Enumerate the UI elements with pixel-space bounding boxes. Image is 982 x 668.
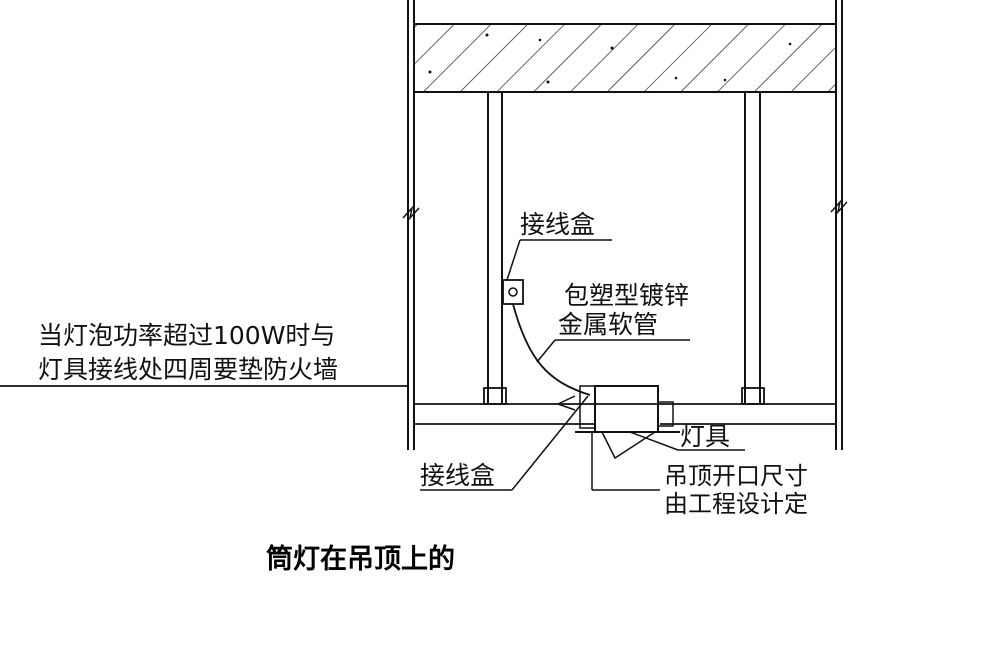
label-fireproof-line1: 当灯泡功率超过100W时与: [38, 321, 335, 350]
hanger-rod-left: [487, 92, 503, 404]
label-opening-line1: 吊顶开口尺寸: [664, 462, 808, 490]
label-conduit-line1: 包塑型镀锌: [564, 281, 689, 310]
downlight-fixture: [556, 385, 680, 460]
flexible-conduit: [512, 303, 591, 396]
label-conduit-line2: 金属软管: [558, 310, 658, 339]
concrete-slab: [413, 23, 837, 93]
label-junction-box-bottom: 接线盒: [420, 461, 495, 490]
ceiling-keel: [0, 385, 836, 425]
leader-lines: [420, 239, 745, 491]
label-fixture: 灯具: [680, 422, 730, 451]
label-opening-line2: 由工程设计定: [664, 490, 808, 518]
hanger-rod-right: [744, 92, 761, 404]
label-junction-box-top: 接线盒: [520, 210, 595, 239]
opening-dimension: [591, 432, 660, 491]
diagram-caption: 筒灯在吊顶上的: [266, 543, 455, 575]
label-fireproof-line2: 灯具接线处四周要垫防火墙: [38, 355, 338, 384]
junction-box-upper: [502, 279, 524, 305]
